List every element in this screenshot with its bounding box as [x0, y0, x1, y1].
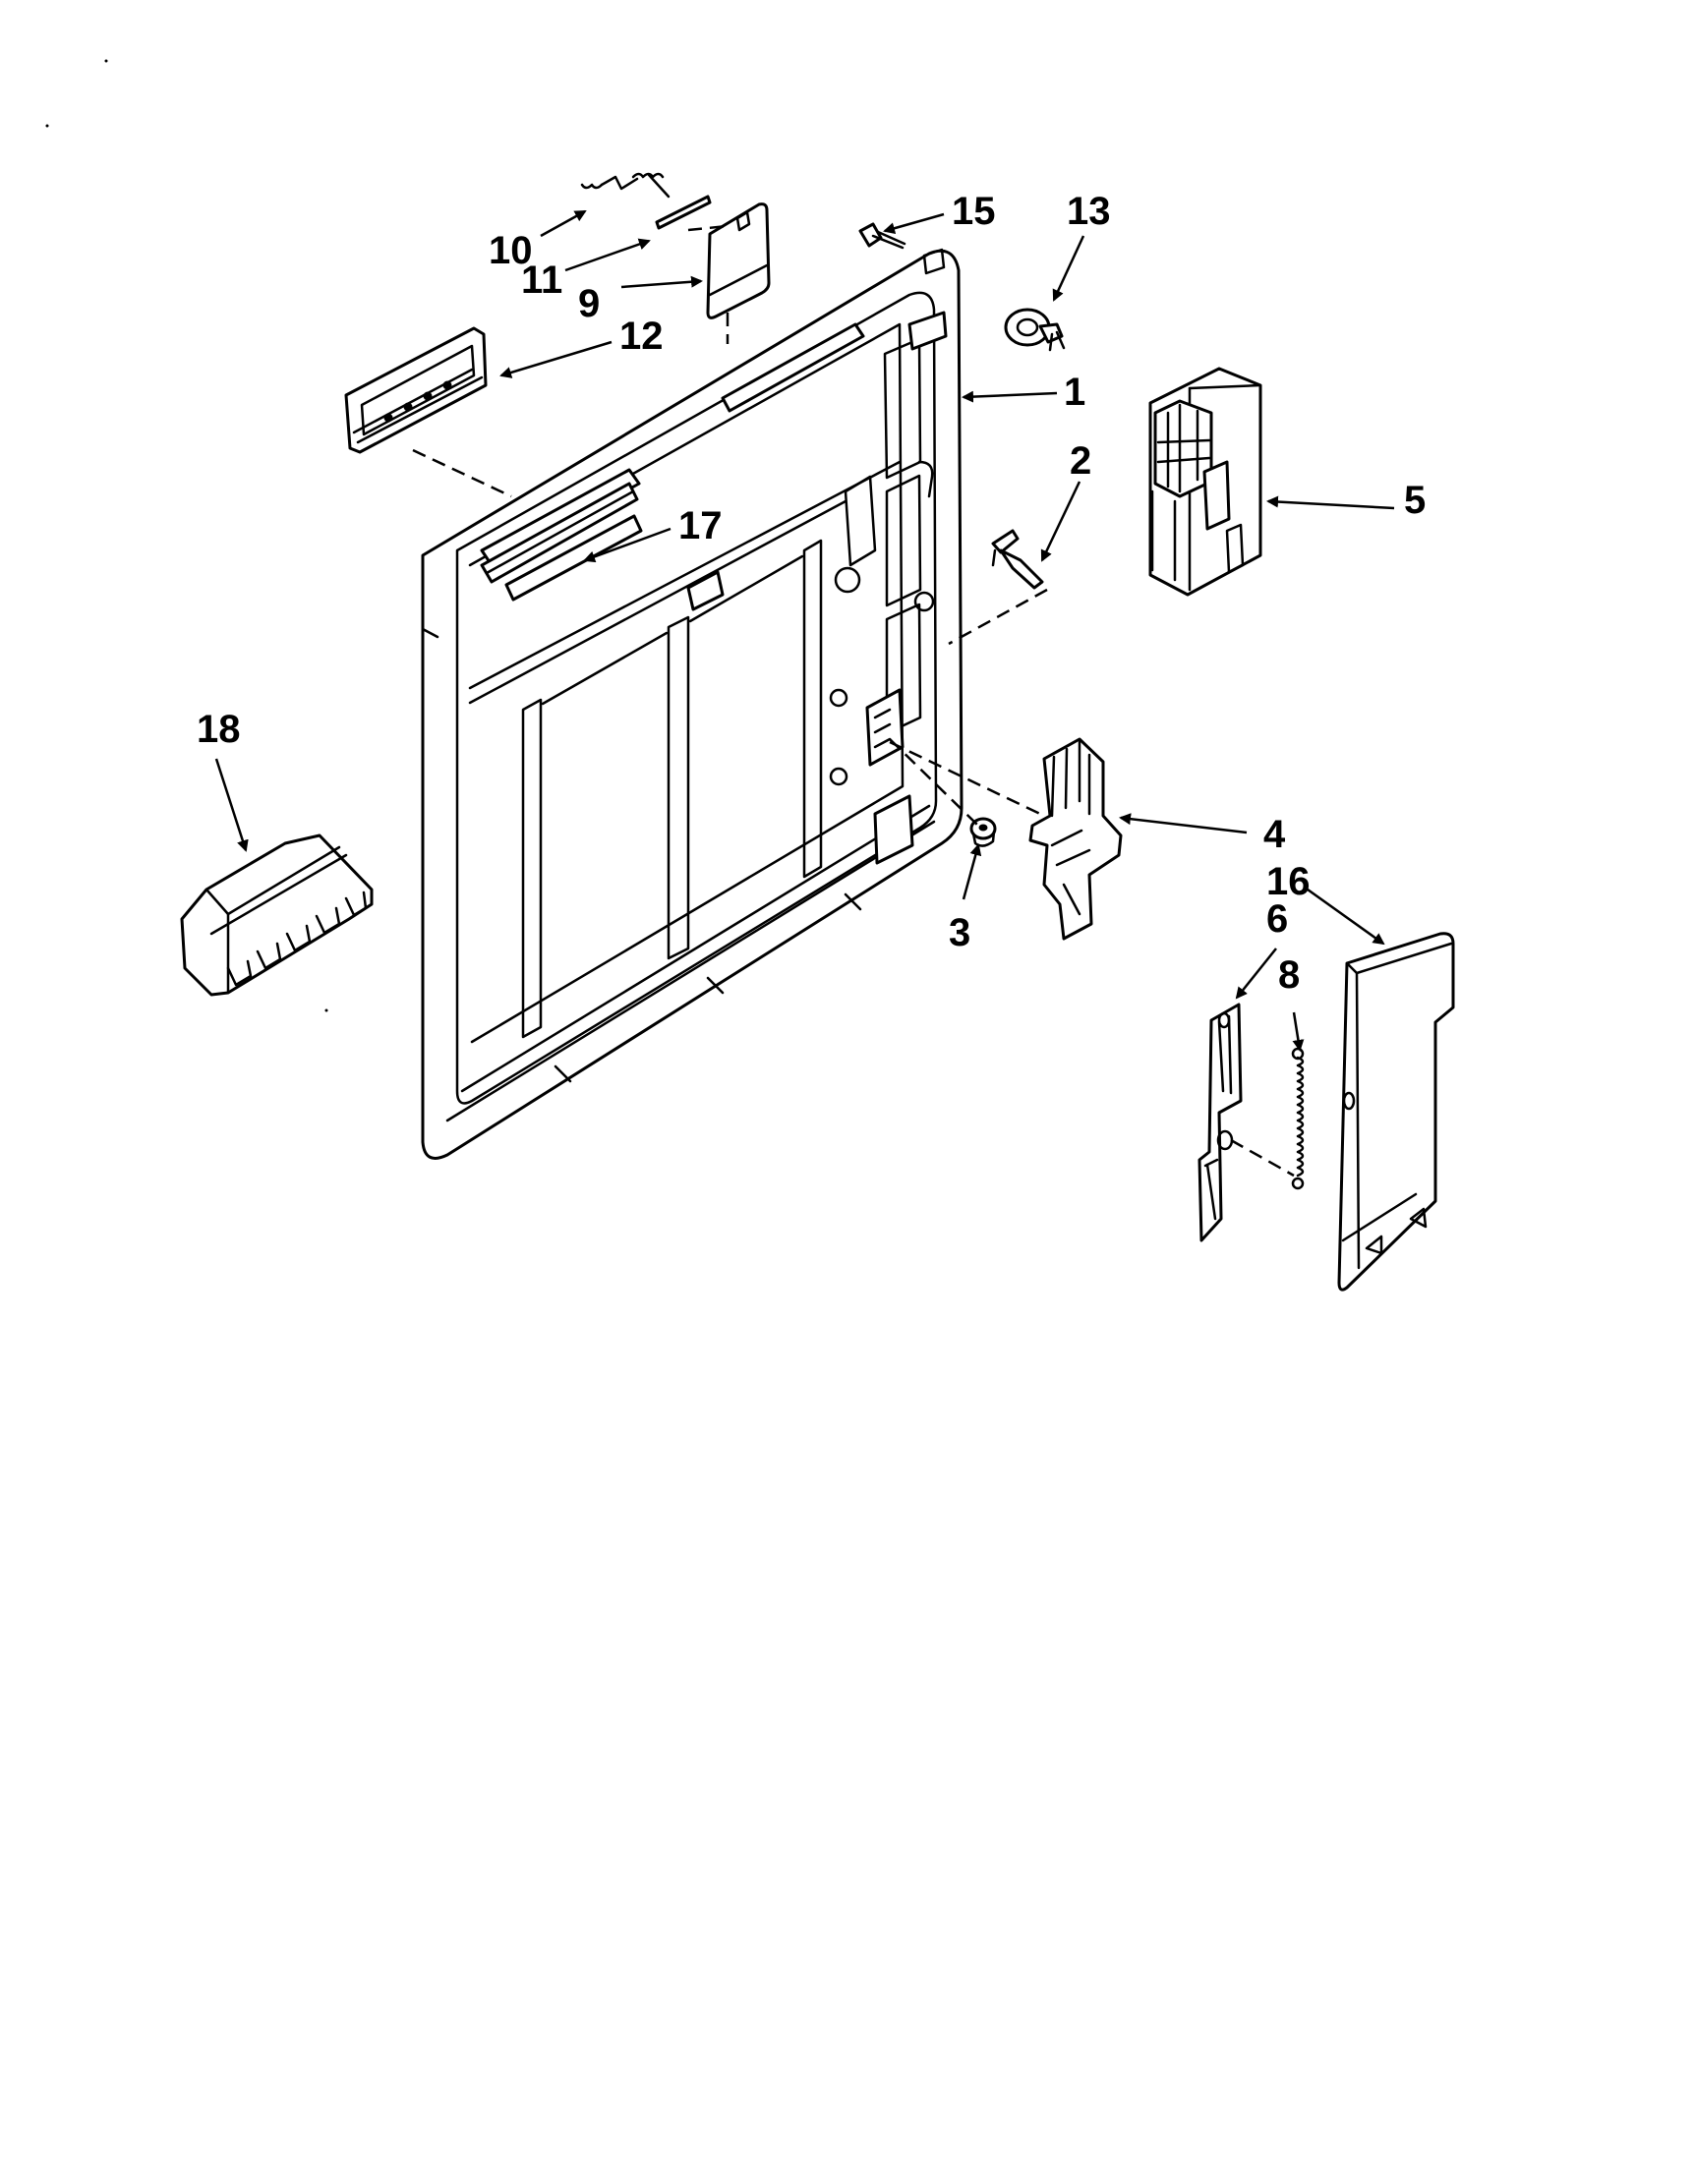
cover-part-16	[1337, 932, 1455, 1292]
switch-housing-part-5	[1148, 367, 1262, 597]
slide-part-6	[1197, 1003, 1243, 1242]
callout-2: 2	[1070, 439, 1091, 483]
assembly-lines	[412, 224, 1295, 1178]
callout-12: 12	[619, 315, 664, 358]
callout-16: 16	[1266, 860, 1311, 903]
callout-4: 4	[1263, 813, 1286, 856]
clip-part-2	[991, 529, 1044, 590]
spring-part-10	[580, 172, 671, 199]
callout-6: 6	[1266, 897, 1288, 941]
knob-part-13	[1004, 308, 1066, 352]
callout-18: 18	[197, 708, 241, 751]
leader-arrows	[214, 209, 1395, 1052]
spring-part-8	[1291, 1047, 1305, 1190]
scan-specks	[45, 59, 328, 1012]
cover-plate-part-9	[706, 202, 771, 319]
callout-1: 1	[1064, 371, 1085, 414]
handle-bracket-part-12	[344, 326, 488, 454]
screw-part-15	[858, 222, 906, 250]
door-panel-part-1	[421, 248, 964, 1160]
callout-13: 13	[1067, 190, 1111, 233]
callout-5: 5	[1404, 479, 1426, 522]
callout-labels: 1 2 3 4 5 6 8 9 10 11 12 13 15 16 17 18	[197, 190, 1426, 997]
latch-part-4	[1028, 737, 1123, 941]
callout-3: 3	[949, 911, 970, 954]
strip-part-17	[480, 482, 639, 584]
pin-part-11	[655, 195, 712, 230]
callout-8: 8	[1278, 953, 1300, 997]
handle-part-18	[180, 833, 374, 997]
callout-9: 9	[578, 282, 600, 325]
callout-17: 17	[678, 504, 723, 547]
callout-11: 11	[521, 259, 562, 302]
callout-15: 15	[952, 190, 996, 233]
callout-10: 10	[489, 229, 533, 272]
